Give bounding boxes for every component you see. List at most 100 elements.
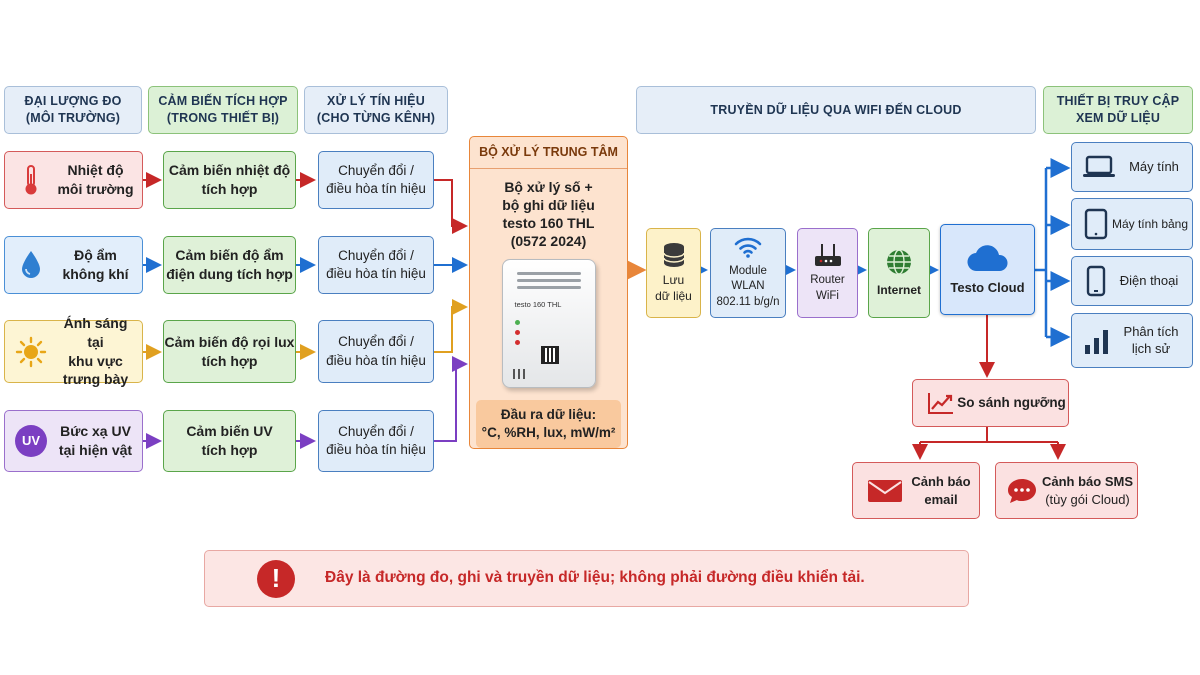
header-access: THIẾT BỊ TRUY CẬP XEM DỮ LIỆU bbox=[1043, 86, 1193, 134]
cloud-icon bbox=[966, 244, 1008, 271]
router-line2: WiFi bbox=[816, 289, 839, 302]
conversion-temperature-line2: điều hòa tín hiệu bbox=[326, 181, 426, 196]
row-temperature-arrows bbox=[143, 172, 468, 234]
conversion-uv-line1: Chuyển đổi / bbox=[338, 423, 414, 439]
header-sensor-line1: CẢM BIẾN TÍCH HỢP bbox=[158, 94, 288, 109]
cloud-to-devices-arrows bbox=[1035, 158, 1071, 347]
trend-chart-icon bbox=[928, 393, 953, 414]
conversion-humidity-line1: Chuyển đổi / bbox=[338, 247, 414, 263]
testo-cloud-label: Testo Cloud bbox=[950, 279, 1025, 295]
conversion-uv-line2: điều hòa tín hiệu bbox=[326, 442, 426, 457]
processor-line2: bộ ghi dữ liệu bbox=[502, 196, 595, 213]
header-quantity-line2: (MÔI TRƯỜNG) bbox=[25, 111, 121, 125]
header-sensor-line2: (TRONG THIẾT BỊ) bbox=[166, 111, 280, 125]
storage-line1: Lưu bbox=[662, 272, 685, 287]
sensor-temperature: Cảm biến nhiệt độ tích hợp bbox=[163, 151, 296, 209]
header-signal: XỬ LÝ TÍN HIỆU(CHO TỪNG KÊNH) bbox=[304, 86, 448, 134]
testo-cloud-node[interactable]: Testo Cloud bbox=[940, 224, 1035, 315]
exclamation-icon: ! bbox=[257, 559, 295, 598]
header-access-line2: XEM DỮ LIỆU bbox=[1075, 111, 1161, 125]
storage-line2: dữ liệu bbox=[655, 289, 692, 303]
header-sensor: CẢM BIẾN TÍCH HỢP (TRONG THIẾT BỊ) bbox=[148, 86, 298, 134]
email-alert-line1: Cảnh báo bbox=[911, 473, 971, 489]
sensor-uv-line2: tích hợp bbox=[201, 442, 258, 458]
header-transmission: TRUYỀN DỮ LIỆU QUA WIFI ĐẾN CLOUD bbox=[636, 86, 1036, 134]
conversion-temperature: Chuyển đổi / điều hòa tín hiệu bbox=[318, 151, 434, 209]
quantity-uv-line1: Bức xạ UV bbox=[60, 423, 131, 440]
device-phone-label: Điện thoại bbox=[1119, 273, 1179, 289]
quantity-uv-line2: tại hiện vật bbox=[58, 442, 133, 458]
uv-badge-text: UV bbox=[15, 425, 47, 457]
water-drop-icon bbox=[15, 249, 47, 281]
sensor-light-line2: tích hợp bbox=[201, 352, 258, 369]
testo-device-image: testo 160 THL bbox=[501, 258, 596, 388]
header-quantity-line1: ĐẠI LƯỢNG ĐO bbox=[24, 94, 122, 109]
processor-line3: testo 160 THL bbox=[502, 215, 595, 232]
quantity-light-line2: khu vực bbox=[68, 352, 123, 369]
device-phone[interactable]: Điện thoại bbox=[1071, 256, 1193, 306]
conversion-uv: Chuyển đổi / điều hòa tín hiệu bbox=[318, 410, 434, 472]
header-signal-line1: XỬ LÝ TÍN HIỆU bbox=[327, 94, 425, 109]
data-output-units: °C, %RH, lux, mW/m² bbox=[481, 424, 616, 440]
header-quantity: ĐẠI LƯỢNG ĐO (MÔI TRƯỜNG) bbox=[4, 86, 142, 134]
quantity-temperature-line2: môi trường bbox=[57, 181, 134, 197]
quantity-uv: UV Bức xạ UV tại hiện vật bbox=[4, 410, 143, 472]
sensor-temperature-line2: tích hợp bbox=[201, 181, 258, 197]
sensor-humidity-line2: điện dung tích hợp bbox=[166, 266, 293, 282]
processor-line4: (0572 2024) bbox=[510, 233, 587, 250]
conversion-humidity-line2: điều hòa tín hiệu bbox=[326, 266, 426, 281]
conversion-temperature-line1: Chuyển đổi / bbox=[338, 162, 414, 178]
sun-icon bbox=[15, 336, 47, 368]
conversion-light-line2: điều hòa tín hiệu bbox=[326, 352, 426, 368]
alert-arrows bbox=[912, 315, 1066, 460]
sensor-light: Cảm biến độ rọi lux tích hợp bbox=[163, 320, 296, 383]
row-light-arrows bbox=[143, 299, 468, 360]
threshold-label: So sánh ngưỡng bbox=[957, 394, 1066, 410]
history-analysis-line1: Phân tích bbox=[1123, 323, 1179, 339]
conversion-humidity: Chuyển đổi / điều hòa tín hiệu bbox=[318, 236, 434, 294]
sensor-temperature-line1: Cảm biến nhiệt độ bbox=[168, 162, 291, 179]
laptop-icon bbox=[1083, 155, 1115, 177]
header-access-line1: THIẾT BỊ TRUY CẬP bbox=[1056, 94, 1180, 109]
sensor-humidity: Cảm biến độ ẩm điện dung tích hợp bbox=[163, 236, 296, 294]
conversion-light: Chuyển đổi / điều hòa tín hiệu bbox=[318, 320, 434, 383]
warning-note-text: Đây là đường đo, ghi và truyền dữ liệu; … bbox=[325, 569, 865, 587]
internet-node: Internet bbox=[868, 228, 930, 318]
processor-line1: Bộ xử lý số + bbox=[504, 178, 593, 195]
internet-label: Internet bbox=[876, 282, 921, 297]
header-transmission-label: TRUYỀN DỮ LIỆU QUA WIFI ĐẾN CLOUD bbox=[710, 102, 962, 117]
device-tablet[interactable]: Máy tính bảng bbox=[1071, 198, 1193, 250]
envelope-icon bbox=[868, 479, 902, 502]
central-processor-title: BỘ XỬ LÝ TRUNG TÂM bbox=[470, 137, 627, 169]
processor-description: Bộ xử lý số + bộ ghi dữ liệu testo 160 T… bbox=[502, 178, 595, 251]
email-alert: Cảnh báo email bbox=[852, 462, 980, 519]
chat-bubble-icon bbox=[1008, 478, 1036, 503]
router-node: Router WiFi bbox=[797, 228, 858, 318]
conversion-light-line1: Chuyển đổi / bbox=[338, 334, 414, 350]
sms-alert: Cảnh báo SMS(tùy gói Cloud) bbox=[995, 462, 1138, 519]
threshold-comparison: So sánh ngưỡng bbox=[912, 379, 1069, 427]
device-computer-label: Máy tính bbox=[1129, 159, 1179, 175]
sensor-uv-line1: Cảm biến UV bbox=[186, 423, 273, 440]
wlan-node: Module WLAN 802.11 b/g/n bbox=[710, 228, 786, 318]
tablet-icon bbox=[1084, 208, 1108, 240]
sensor-humidity-line1: Cảm biến độ ẩm bbox=[175, 247, 284, 264]
quantity-light-line3: trưng bày bbox=[62, 371, 129, 388]
sms-alert-line1: Cảnh báo SMS bbox=[1041, 473, 1133, 489]
email-alert-line2: email bbox=[924, 491, 958, 507]
wifi-icon bbox=[734, 237, 762, 258]
device-computer[interactable]: Máy tính bbox=[1071, 142, 1193, 192]
database-icon bbox=[662, 242, 685, 267]
storage-node: Lưu dữ liệu bbox=[646, 228, 701, 318]
warning-note: ! Đây là đường đo, ghi và truyền dữ liệu… bbox=[204, 550, 969, 607]
wlan-line1: Module WLAN bbox=[729, 264, 767, 293]
quantity-humidity-line1: Độ ẩm bbox=[74, 247, 117, 264]
router-icon bbox=[814, 243, 841, 266]
globe-icon bbox=[887, 249, 911, 275]
sensor-light-line1: Cảm biến độ rọi lux bbox=[164, 333, 295, 350]
qr-code-icon bbox=[540, 345, 559, 364]
